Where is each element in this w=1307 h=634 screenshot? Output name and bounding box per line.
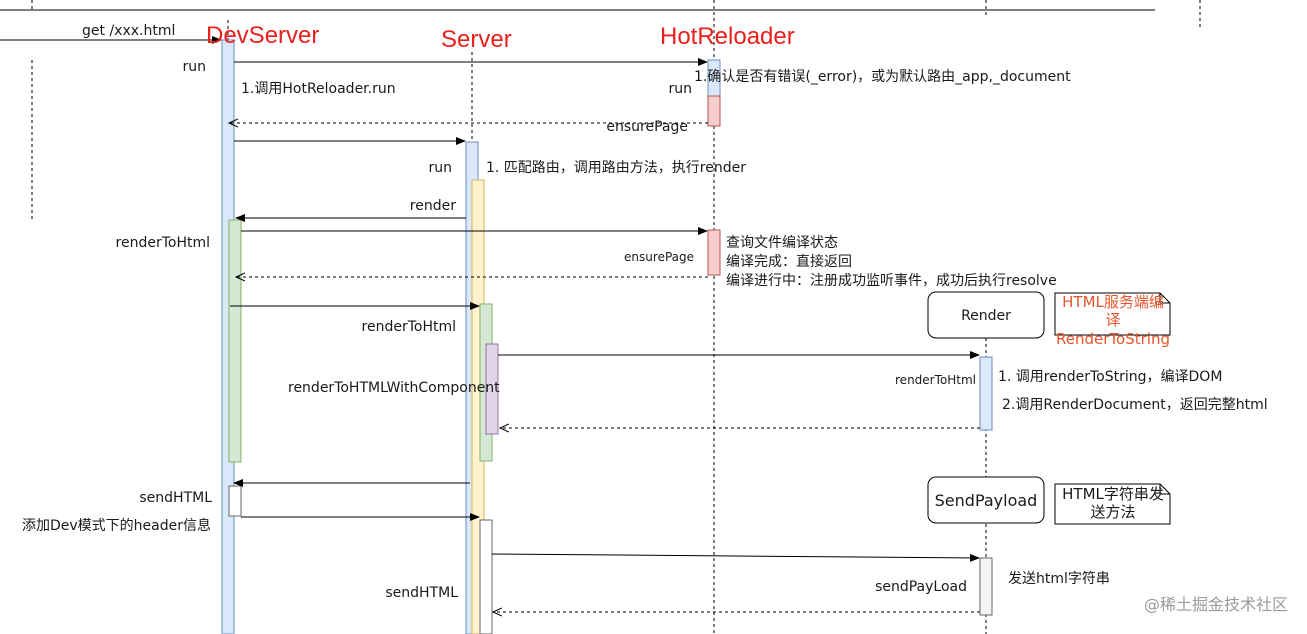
send-note-line2: 送方法 <box>1090 503 1135 521</box>
label-compile-done: 编译完成：直接返回 <box>726 253 852 270</box>
label-render: render <box>410 198 456 214</box>
arrow-sendpayload <box>491 553 980 562</box>
sendpayload-box <box>927 476 1045 524</box>
label-rendertohtml-server: renderToHtml <box>362 319 456 335</box>
label-send-html-string: 发送html字符串 <box>1008 571 1110 587</box>
label-rendertohtml-render: renderToHtml <box>895 373 976 387</box>
label-sendpayload: sendPayLoad <box>875 579 967 595</box>
label-call-renderdocument: 2.调用RenderDocument，返回完整html <box>1002 397 1268 413</box>
render-activation <box>979 356 993 431</box>
label-run-hot: run <box>668 81 692 97</box>
server-title: Server <box>441 26 512 53</box>
label-rendertohtml-dev: renderToHtml <box>116 235 210 251</box>
label-run-dev: run <box>182 59 206 75</box>
label-call-hotreloader: 1.调用HotReloader.run <box>241 81 396 97</box>
server-sendhtml-activation <box>479 519 493 634</box>
label-run-server: run <box>428 160 452 176</box>
render-box <box>927 291 1045 339</box>
sendpayload-box-label: SendPayload <box>935 491 1038 510</box>
render-note-line3: RenderToString <box>1056 330 1170 348</box>
render-box-label: Render <box>961 308 1011 324</box>
devserver-title: DevServer <box>206 22 319 49</box>
label-ensurepage-2: ensurePage <box>624 250 694 264</box>
sendpayload-activation <box>979 557 993 616</box>
label-render-with-component: renderToHTMLWithComponent <box>288 380 500 396</box>
send-note-shape <box>1054 483 1171 525</box>
label-get-request: get /xxx.html <box>82 23 175 39</box>
label-call-rendertostring: 1. 调用renderToString，编译DOM <box>998 369 1222 385</box>
label-compile-in-progress: 编译进行中：注册成功监听事件，成功后执行resolve <box>726 273 1057 289</box>
label-query-compile: 查询文件编译状态 <box>726 235 838 251</box>
hotreloader-ensure-activation <box>707 229 721 276</box>
hotreloader-title: HotReloader <box>660 23 795 50</box>
render-note-line2: 译 <box>1105 311 1120 329</box>
label-match-route: 1. 匹配路由，调用路由方法，执行render <box>486 160 746 176</box>
devserver-sendhtml-activation <box>228 485 242 517</box>
server-component-activation <box>485 343 499 435</box>
render-note-line1: HTML服务端编 <box>1062 293 1164 311</box>
label-sendhtml-dev: sendHTML <box>139 490 212 506</box>
label-sendhtml-server: sendHTML <box>385 585 458 601</box>
label-confirm-error: 1.确认是否有错误(_error)，或为默认路由_app,_document <box>694 69 1071 85</box>
hotreloader-activation-red <box>707 95 721 127</box>
label-ensurepage-1: ensurePage <box>606 119 688 135</box>
devserver-render-activation <box>228 219 242 463</box>
send-note-line1: HTML字符串发 <box>1062 485 1164 503</box>
watermark: @稀土掘金技术社区 <box>1144 595 1288 614</box>
render-note-shape <box>1054 292 1171 336</box>
label-add-dev-header: 添加Dev模式下的header信息 <box>22 517 211 534</box>
